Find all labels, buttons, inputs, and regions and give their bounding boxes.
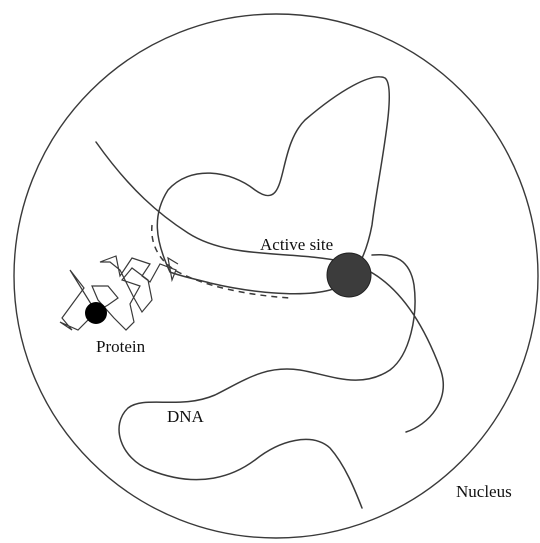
active-site-marker	[327, 253, 371, 297]
dna-label: DNA	[167, 407, 205, 426]
protein-random-walk	[60, 256, 178, 330]
nucleus-label: Nucleus	[456, 482, 512, 501]
protein-label: Protein	[96, 337, 146, 356]
protein-dot	[85, 302, 107, 324]
nucleus-boundary	[14, 14, 538, 538]
dna-strand	[96, 77, 443, 508]
active-site-label: Active site	[260, 235, 333, 254]
